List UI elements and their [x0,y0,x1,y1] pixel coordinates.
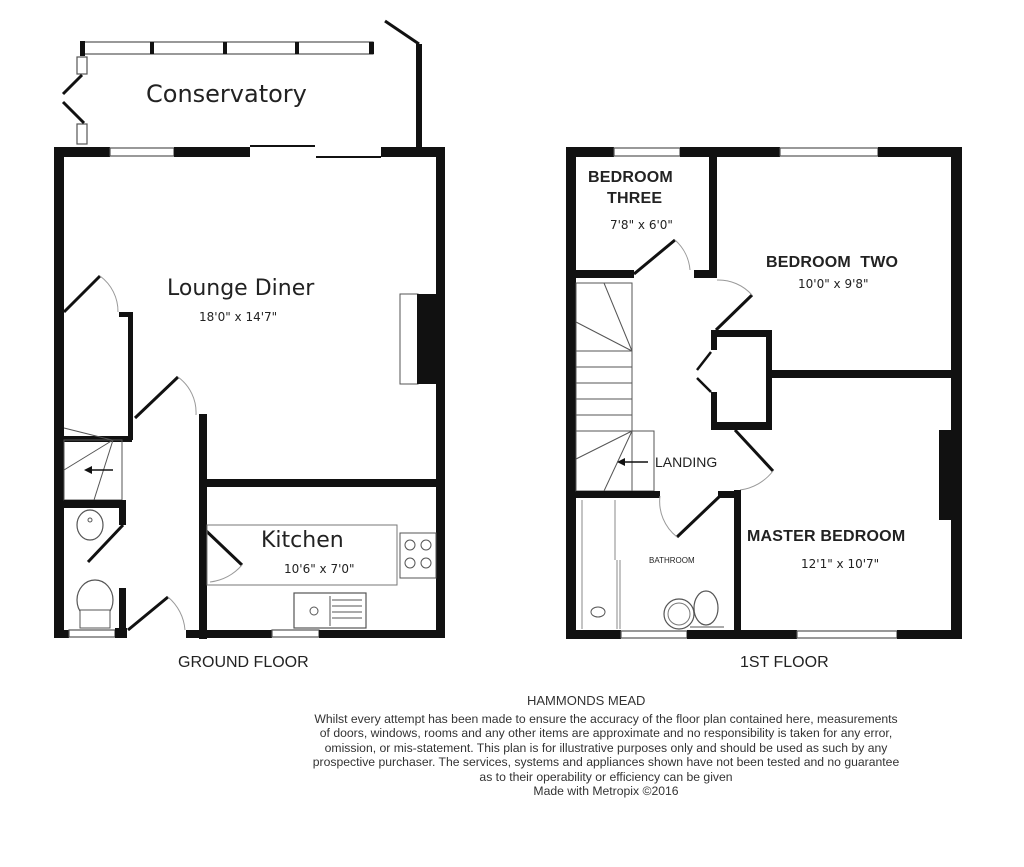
ground-floor-walls [54,145,445,639]
disclaimer-line: prospective purchaser. The services, sys… [312,755,900,770]
disclaimer-line: Whilst every attempt has been made to en… [314,712,898,726]
credit-line: Made with Metropix ©2016 [533,784,679,799]
disclaimer-line: of doors, windows, rooms and any other i… [319,726,893,741]
room-dimensions-lounge-diner: 18'0" x 14'7" [199,310,278,324]
room-dimensions-master-bedroom: 12'1" x 10'7" [801,557,880,571]
disclaimer-text: Whilst every attempt has been made to en… [250,712,962,798]
disclaimer-line: omission, or mis-statement. This plan is… [324,740,888,755]
floor-label-first: 1ST FLOOR [740,654,829,671]
room-label-bathroom: BATHROOM [649,556,695,565]
room-label-bedroom-three-line2: THREE [607,190,663,207]
property-title: HAMMONDS MEAD [527,693,646,708]
room-label-lounge-diner: Lounge Diner [167,276,315,301]
room-dimensions-bedroom-two: 10'0" x 9'8" [798,277,869,291]
room-label-landing: LANDING [655,454,718,470]
room-dimensions-kitchen: 10'6" x 7'0" [284,562,355,576]
first-floor-plan [566,147,962,639]
room-label-kitchen: Kitchen [261,528,344,553]
room-label-conservatory: Conservatory [146,80,307,108]
room-label-master-bedroom: MASTER BEDROOM [747,528,906,545]
room-dimensions-bedroom-three: 7'8" x 6'0" [610,218,673,232]
room-label-bedroom-three-line1: BEDROOM [588,169,673,186]
room-label-bedroom-two: BEDROOM TWO [766,254,899,271]
floor-label-ground: GROUND FLOOR [178,654,309,671]
disclaimer-line: as to their operability or efficiency ca… [479,769,733,784]
conservatory-walls [61,19,422,148]
ground-floor-plan [54,19,445,639]
